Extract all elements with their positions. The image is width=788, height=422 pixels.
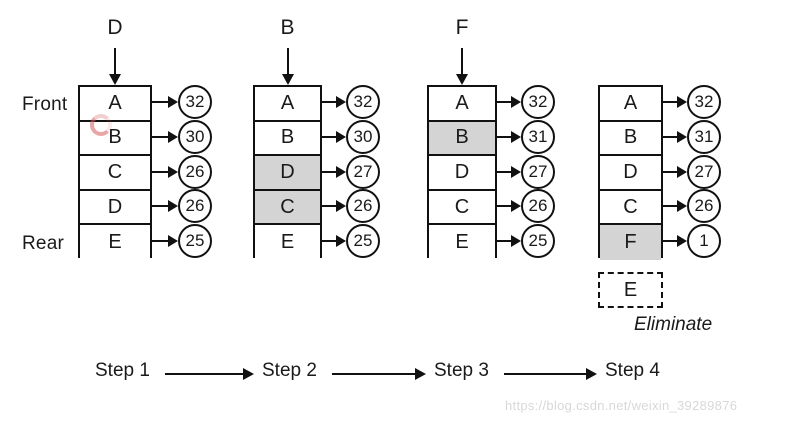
queue-cell[interactable]: A: [429, 87, 495, 122]
step-transition-arrow-icon: [332, 368, 426, 380]
queue-cell[interactable]: D: [255, 156, 320, 191]
step-transition-arrow-icon: [165, 368, 254, 380]
value-circle[interactable]: 32: [521, 85, 555, 120]
incoming-key-letter: F: [455, 16, 469, 39]
pointer-arrow-icon: [663, 200, 687, 213]
value-circle[interactable]: 32: [687, 85, 721, 120]
pointer-arrow-icon: [322, 165, 346, 178]
value-circle[interactable]: 1: [687, 223, 721, 258]
value-circle[interactable]: 31: [687, 119, 721, 154]
queue-cell[interactable]: C: [255, 190, 320, 226]
step-label: Step 1: [95, 360, 150, 381]
incoming-arrow-icon: [455, 48, 469, 85]
queue-cell[interactable]: A: [80, 87, 150, 122]
pointer-arrow-icon: [663, 234, 687, 247]
value-circle[interactable]: 26: [687, 189, 721, 224]
pointer-arrow-icon: [152, 234, 178, 247]
cursor-highlight-ring: [90, 114, 112, 136]
value-circle[interactable]: 26: [178, 154, 212, 189]
pointer-arrow-icon: [497, 200, 521, 213]
front-label: Front: [22, 94, 68, 115]
step-transition-arrow-icon: [504, 368, 597, 380]
value-circle[interactable]: 25: [178, 223, 212, 258]
queue-cell[interactable]: D: [80, 190, 150, 226]
eliminate-label: Eliminate: [634, 314, 713, 335]
pointer-arrow-icon: [322, 200, 346, 213]
pointer-arrow-icon: [152, 200, 178, 213]
queue-cell[interactable]: E: [429, 225, 495, 260]
pointer-arrow-icon: [152, 96, 178, 109]
value-circle[interactable]: 30: [178, 119, 212, 154]
watermark: https://blog.csdn.net/weixin_39289876: [505, 398, 738, 413]
queue-cell[interactable]: A: [600, 87, 661, 122]
queue-cell[interactable]: F: [600, 225, 661, 260]
pointer-arrow-icon: [663, 130, 687, 143]
queue-cell[interactable]: D: [429, 156, 495, 191]
step-label: Step 4: [605, 360, 660, 381]
value-circle[interactable]: 32: [346, 85, 380, 120]
queue-cell[interactable]: C: [429, 190, 495, 226]
value-circle[interactable]: 30: [346, 119, 380, 154]
rear-label: Rear: [22, 233, 64, 254]
queue-cell[interactable]: B: [429, 121, 495, 157]
value-circle[interactable]: 26: [178, 189, 212, 224]
queue-cell[interactable]: D: [600, 156, 661, 191]
pointer-arrow-icon: [497, 130, 521, 143]
pointer-arrow-icon: [663, 96, 687, 109]
pointer-arrow-icon: [152, 165, 178, 178]
pointer-arrow-icon: [497, 165, 521, 178]
queue-cell[interactable]: C: [80, 156, 150, 191]
queue-cell[interactable]: B: [600, 121, 661, 157]
incoming-key-letter: D: [107, 16, 123, 39]
queue-cell[interactable]: B: [255, 121, 320, 157]
value-circle[interactable]: 27: [687, 154, 721, 189]
pointer-arrow-icon: [322, 130, 346, 143]
queue-cell[interactable]: A: [255, 87, 320, 122]
value-circle[interactable]: 32: [178, 85, 212, 120]
incoming-arrow-icon: [281, 48, 295, 85]
pointer-arrow-icon: [663, 165, 687, 178]
step-label: Step 2: [262, 360, 317, 381]
pointer-arrow-icon: [322, 234, 346, 247]
incoming-key-letter: B: [280, 16, 295, 39]
value-circle[interactable]: 31: [521, 119, 555, 154]
queue-cell[interactable]: C: [600, 190, 661, 226]
pointer-arrow-icon: [497, 234, 521, 247]
value-circle[interactable]: 25: [521, 223, 555, 258]
incoming-arrow-icon: [108, 48, 122, 85]
step-label: Step 3: [434, 360, 489, 381]
eliminated-item-box: E: [598, 272, 663, 308]
value-circle[interactable]: 25: [346, 223, 380, 258]
queue-cell[interactable]: E: [255, 225, 320, 260]
queue-cell[interactable]: E: [80, 225, 150, 260]
value-circle[interactable]: 27: [521, 154, 555, 189]
value-circle[interactable]: 26: [346, 189, 380, 224]
value-circle[interactable]: 26: [521, 189, 555, 224]
pointer-arrow-icon: [497, 96, 521, 109]
value-circle[interactable]: 27: [346, 154, 380, 189]
pointer-arrow-icon: [152, 130, 178, 143]
pointer-arrow-icon: [322, 96, 346, 109]
